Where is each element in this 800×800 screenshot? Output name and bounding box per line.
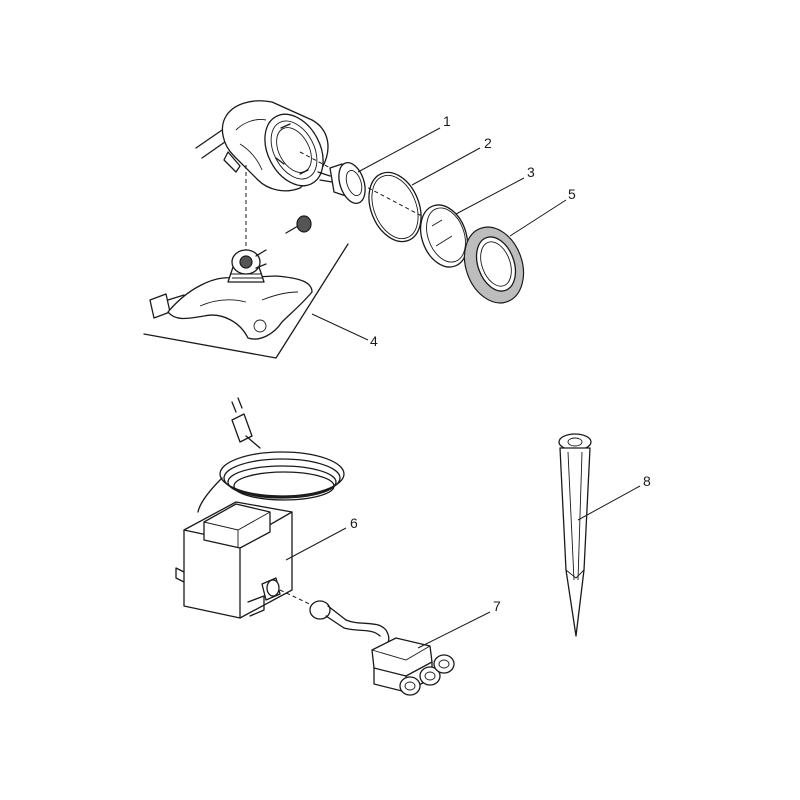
lamp-bulb-icon xyxy=(317,162,366,204)
ground-spike-icon xyxy=(558,433,592,637)
glass-lens-icon xyxy=(419,204,469,268)
distributor-icon xyxy=(309,600,455,696)
callout-4: 4 xyxy=(370,333,378,349)
callout-2: 2 xyxy=(484,135,492,151)
seal-ring-icon xyxy=(368,171,422,243)
front-ring-icon xyxy=(463,226,525,304)
callout-8: 8 xyxy=(643,473,651,489)
callout-3: 3 xyxy=(527,164,535,180)
lamp-housing-drawing xyxy=(195,100,329,192)
callout-5: 5 xyxy=(568,186,576,202)
transformer-icon xyxy=(175,397,345,619)
callout-7: 7 xyxy=(493,598,501,614)
callout-1: 1 xyxy=(443,113,451,129)
assembly-line-axis xyxy=(299,151,516,266)
callout-6: 6 xyxy=(350,515,358,531)
base-bracket-icon xyxy=(143,215,349,359)
leader-lines xyxy=(285,127,641,649)
